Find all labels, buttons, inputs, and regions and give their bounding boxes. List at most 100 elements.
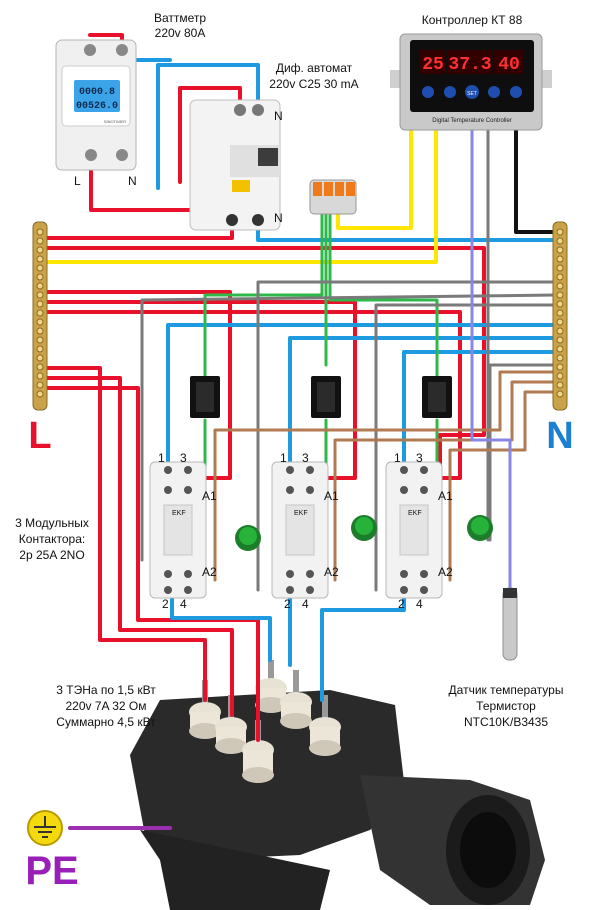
controller-display-2: 37.3 [448,55,491,75]
contactor-screw [420,486,428,494]
bus-screw [36,228,44,236]
heater-block [130,660,545,910]
bus-screw [36,300,44,308]
contactor-screw [400,570,408,578]
bus-screw [556,318,564,326]
sensor-wire-violet [470,123,512,592]
contactor-screw [400,586,408,594]
bus-screw [556,354,564,362]
contactor-terminal-4: 4 [416,597,423,611]
sensor-label-line1: Датчик температуры [449,683,564,697]
contactor-terminal-a2: A2 [324,565,339,579]
bus-screw [556,237,564,245]
contactors-label-line3: 2p 25A 2NO [19,548,84,562]
contactor-terminal-4: 4 [180,597,187,611]
contactor-terminal-2: 2 [398,597,405,611]
control-wire-black [514,123,558,234]
contactor-brand: EKF [294,510,308,517]
contactor-screw [286,570,294,578]
rocker-switch [311,376,341,418]
contactor-screw [164,466,172,474]
contactor-screw [164,570,172,578]
contactor-screw [184,466,192,474]
bus-screw [556,372,564,380]
controller-display-1: 25 [422,55,444,75]
wattmeter-title: Ваттметр [154,11,206,25]
contactor-terminal-3: 3 [302,451,309,465]
signal-wires-yellow [42,123,438,264]
contactor-terminal-a2: A2 [202,565,217,579]
controller-display-3: 40 [498,55,520,75]
bus-screw [36,327,44,335]
contactor-screw [306,486,314,494]
bus-screw [36,237,44,245]
bus-screw [556,363,564,371]
sensor-label-line2: Термистор [476,699,536,713]
heaters-label-line3: Суммарно 4,5 кВт [56,715,156,729]
bus-screw [36,363,44,371]
indicator-lamp [235,525,261,551]
bus-screw [36,354,44,362]
contactor-terminal-2: 2 [284,597,291,611]
pe-label: PE [25,849,78,893]
contactor-terminal-a1: A1 [324,489,339,503]
heaters-label-line2: 220v 7A 32 Ом [66,699,147,713]
bus-screw [556,327,564,335]
heater-terminal [255,660,287,713]
rcbo-spec: 220v C25 30 mA [269,77,358,91]
bus-screw [36,390,44,398]
rocker-switch [422,376,452,418]
contactor-screw [164,486,172,494]
bus-screw [556,282,564,290]
indicator-lamp [351,515,377,541]
bus-screw [36,282,44,290]
wago-connector [309,179,357,215]
bus-screw [556,336,564,344]
bus-bar-n [552,221,568,411]
contactor-screw [420,570,428,578]
bus-screw [556,345,564,353]
indicator-lamp [467,515,493,541]
contactor-screw [164,586,172,594]
bus-screw [556,264,564,272]
contactors-label-line2: Контактора: [19,532,85,546]
contactor-screw [400,466,408,474]
control-wires-gray [140,123,558,592]
sensor-label-line3: NTC10K/B3435 [464,715,548,729]
wattmeter: 0000.8 00526.0 SINOTIMER [55,39,137,171]
control-wires-brown [213,370,558,582]
wattmeter-spec: 220v 80A [155,26,206,40]
bus-screw [556,246,564,254]
bus-screw [36,318,44,326]
heater-terminal [215,695,247,754]
controller-panel-label: Digital Temperature Controller [432,118,512,124]
rcbo-breaker [189,99,281,231]
bus-screw [36,345,44,353]
wattmeter-reading-1: 0000.8 [79,87,115,98]
contactor-brand: EKF [172,510,186,517]
bus-screw [556,291,564,299]
bus-screw [36,273,44,281]
contactors-label-line1: 3 Модульных [15,516,89,530]
wattmeter-n-terminal: N [128,174,137,188]
rcbo-title: Диф. автомат [276,61,353,75]
bus-screw [556,273,564,281]
bus-screw [36,336,44,344]
heater-terminal [189,680,221,739]
heaters-label-line1: 3 ТЭНа по 1,5 кВт [56,683,156,697]
rcbo-n-top: N [274,109,283,123]
contactor-terminal-a2: A2 [438,565,453,579]
ground-symbol-icon [27,810,63,846]
bus-screw [36,381,44,389]
contactor-screw [420,466,428,474]
bus-bar-l [32,221,48,411]
contactor-terminal-a1: A1 [438,489,453,503]
temperature-sensor [502,587,518,661]
set-button-label: SET [467,91,477,97]
bus-l-label: L [28,415,51,457]
